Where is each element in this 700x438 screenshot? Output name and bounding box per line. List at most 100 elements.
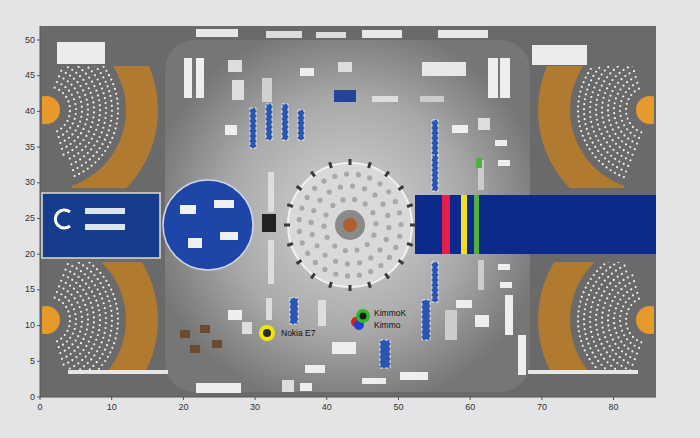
seat	[93, 274, 95, 276]
seat	[619, 315, 621, 317]
seat	[82, 299, 84, 301]
axis-tick-label: 0	[30, 393, 35, 402]
seat	[616, 152, 618, 154]
seat	[108, 339, 110, 341]
seat	[80, 132, 82, 134]
seat	[102, 276, 104, 278]
seat	[92, 116, 94, 118]
seat	[621, 140, 623, 142]
seat	[97, 288, 99, 290]
seat	[603, 290, 605, 292]
seat	[79, 306, 81, 308]
seat	[634, 90, 636, 92]
seat	[65, 72, 67, 74]
seat	[75, 108, 77, 110]
seat	[595, 135, 597, 137]
seat	[65, 282, 67, 284]
axis-tick-label: 25	[25, 214, 35, 223]
seat	[71, 304, 73, 306]
seat	[585, 303, 587, 305]
seat	[76, 267, 78, 269]
seat	[614, 296, 616, 298]
seat	[72, 332, 74, 334]
booth	[332, 342, 356, 354]
seat	[109, 95, 111, 97]
seat	[87, 314, 89, 316]
seat	[636, 352, 638, 354]
booth	[362, 30, 402, 38]
seat	[87, 323, 89, 325]
seat	[109, 351, 111, 353]
table	[305, 251, 310, 256]
booth	[225, 125, 237, 135]
seat	[104, 102, 106, 104]
seat	[587, 133, 589, 135]
seat	[607, 319, 609, 321]
seat	[602, 326, 604, 328]
seat	[634, 148, 636, 150]
seat	[102, 127, 104, 129]
seat	[68, 115, 70, 117]
tick-mark	[37, 289, 40, 290]
table	[372, 192, 377, 197]
seat	[586, 144, 588, 146]
seat	[625, 113, 627, 115]
booth	[188, 238, 202, 248]
seat	[64, 140, 66, 142]
seat	[585, 93, 587, 95]
seat	[618, 160, 620, 162]
axis-tick-label: 10	[107, 403, 117, 412]
seat	[108, 74, 110, 76]
seat	[614, 86, 616, 88]
axis-tick-label: 20	[25, 250, 35, 259]
seat	[73, 308, 75, 310]
seat	[593, 86, 595, 88]
seat	[632, 154, 634, 156]
seat	[615, 353, 617, 355]
seat	[577, 320, 579, 322]
booth	[196, 58, 204, 98]
seat	[54, 87, 56, 89]
seat	[98, 99, 100, 101]
seat	[612, 149, 614, 151]
axis-tick-label: 80	[609, 403, 619, 412]
seat	[638, 137, 640, 139]
rotunda-post	[398, 185, 405, 191]
seat	[102, 337, 104, 339]
seat	[583, 103, 585, 105]
seat	[62, 344, 64, 346]
seat	[74, 118, 76, 120]
seat	[614, 117, 616, 119]
seat	[65, 96, 67, 98]
stage	[42, 96, 60, 124]
seat	[615, 143, 617, 145]
seat	[604, 336, 606, 338]
seat	[92, 311, 94, 313]
seat	[74, 313, 76, 315]
seat	[588, 294, 590, 296]
seat	[82, 349, 84, 351]
seat	[632, 336, 634, 338]
seat	[610, 155, 612, 157]
booth	[290, 298, 298, 324]
seat	[104, 307, 106, 309]
seat	[67, 310, 69, 312]
seat	[631, 66, 633, 67]
booth	[432, 120, 438, 160]
seat	[634, 345, 636, 347]
seat	[98, 119, 100, 121]
seat	[90, 302, 92, 304]
seat	[577, 105, 579, 107]
seat	[93, 111, 95, 113]
seat	[583, 291, 585, 293]
seat	[604, 126, 606, 128]
seat	[629, 159, 631, 161]
seat	[591, 152, 593, 154]
seat	[611, 273, 613, 275]
seat	[588, 84, 590, 86]
seat	[79, 143, 81, 145]
seat	[71, 343, 73, 345]
seat	[618, 282, 620, 284]
seat	[85, 145, 87, 147]
seat	[93, 133, 95, 135]
